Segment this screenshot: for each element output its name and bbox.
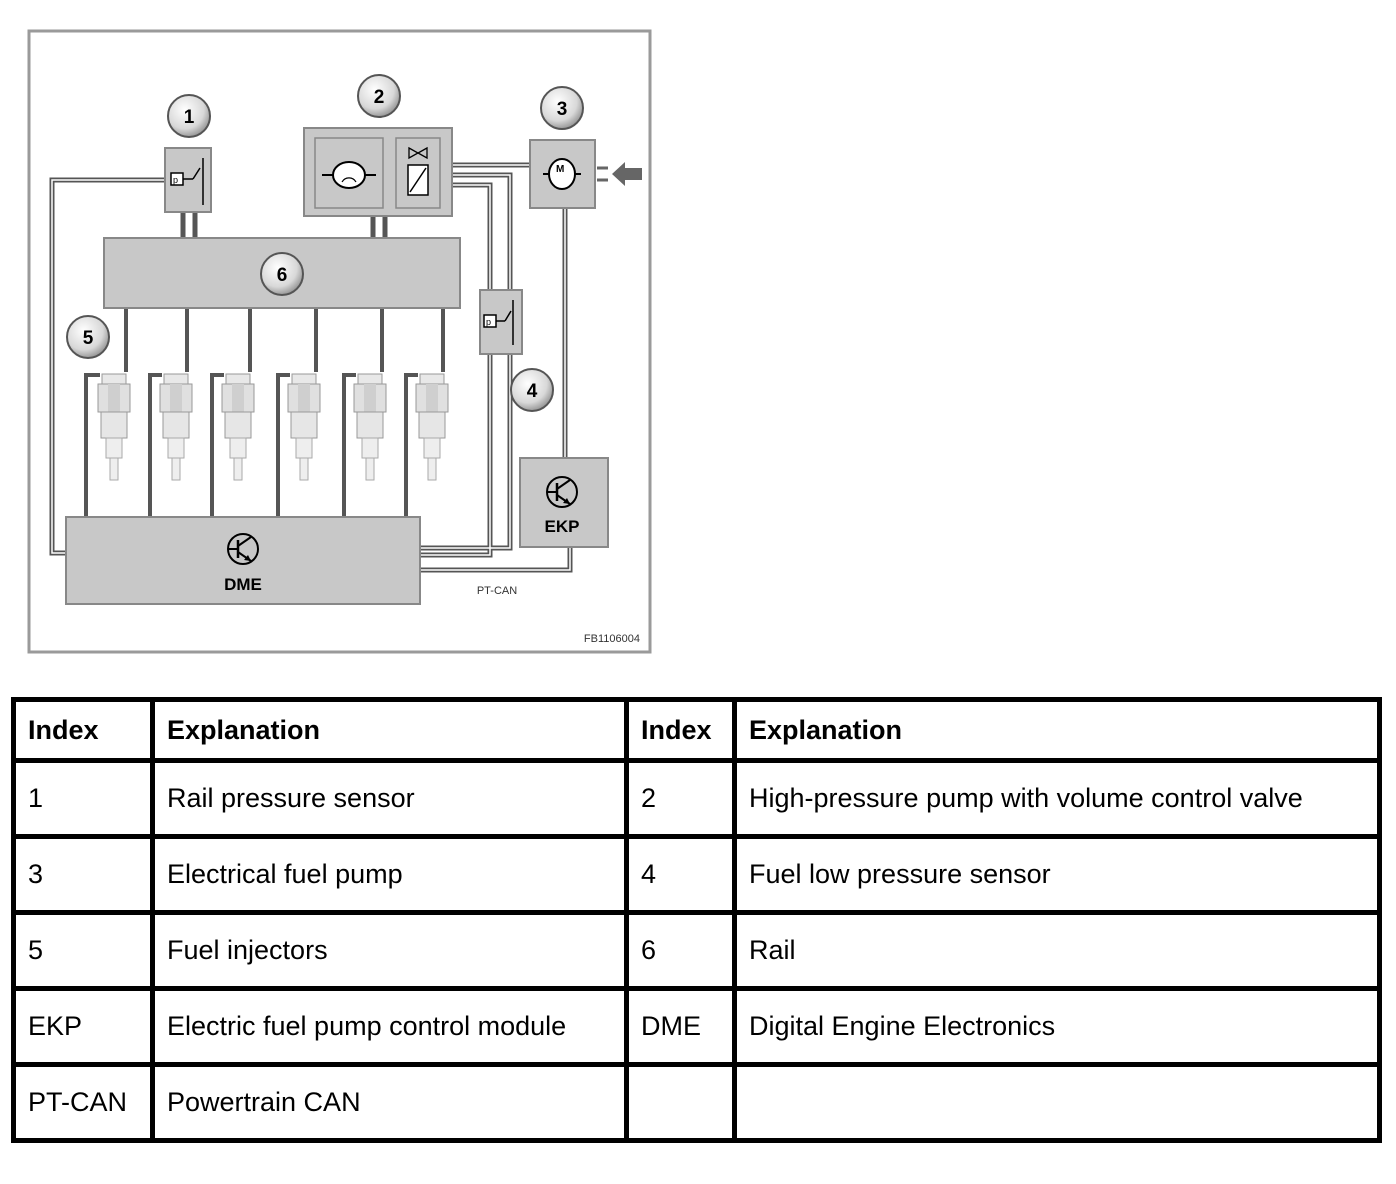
dme-module: DME [65, 516, 421, 605]
svg-text:M: M [556, 164, 564, 175]
dme-label: DME [224, 575, 262, 594]
callout-5: 5 [66, 315, 110, 359]
header-explanation-2: Explanation [732, 697, 1382, 763]
table-cell: 1 [11, 758, 155, 839]
header-explanation-1: Explanation [150, 697, 629, 763]
figure-code: FB1106004 [584, 633, 640, 645]
table-row: 5 Fuel injectors 6 Rail [11, 910, 1382, 991]
table-row: 3 Electrical fuel pump 4 Fuel low pressu… [11, 834, 1382, 915]
ekp-label: EKP [545, 517, 580, 536]
injector-wires [84, 373, 418, 517]
table-row: PT-CAN Powertrain CAN [11, 1062, 1382, 1143]
wiring [49, 162, 573, 573]
callout-1-text: 1 [184, 107, 195, 128]
table-cell [732, 1062, 1382, 1143]
callout-3: 3 [540, 86, 584, 130]
table-cell: Rail pressure sensor [150, 758, 629, 839]
callout-2-text: 2 [374, 87, 385, 108]
table-cell: PT-CAN [11, 1062, 155, 1143]
table-cell: Fuel low pressure sensor [732, 834, 1382, 915]
table-cell: Fuel injectors [150, 910, 629, 991]
table-cell: Rail [732, 910, 1382, 991]
callout-1: 1 [167, 94, 211, 138]
table-row: EKP Electric fuel pump control module DM… [11, 986, 1382, 1067]
high-pressure-pump [303, 127, 453, 217]
table-cell: DME [624, 986, 737, 1067]
fuel-inflow-arrow-icon [612, 162, 642, 186]
low-pressure-sensor: p [479, 289, 523, 355]
callout-4-text: 4 [527, 381, 538, 402]
callout-6-text: 6 [277, 265, 288, 286]
table-row: 1 Rail pressure sensor 2 High-pressure p… [11, 758, 1382, 839]
table-header-row: Index Explanation Index Explanation [11, 697, 1382, 763]
ptcan-label: PT-CAN [477, 585, 517, 597]
header-index-2: Index [624, 697, 737, 763]
fuel-system-diagram: p M p [27, 29, 652, 654]
table-cell: 4 [624, 834, 737, 915]
table-cell: EKP [11, 986, 155, 1067]
ekp-module: EKP [519, 457, 609, 548]
table-cell: Powertrain CAN [150, 1062, 629, 1143]
svg-text:p: p [173, 175, 178, 185]
table-cell: Digital Engine Electronics [732, 986, 1382, 1067]
callout-3-text: 3 [557, 99, 568, 120]
table-cell: High-pressure pump with volume control v… [732, 758, 1382, 839]
injector-pipes [124, 307, 445, 372]
table-cell: Electric fuel pump control module [150, 986, 629, 1067]
electric-fuel-pump: M [529, 139, 642, 209]
table-cell: 5 [11, 910, 155, 991]
table-cell: 6 [624, 910, 737, 991]
svg-text:p: p [486, 317, 491, 327]
table-cell: 3 [11, 834, 155, 915]
callout-6: 6 [260, 252, 304, 296]
header-index-1: Index [11, 697, 155, 763]
callout-5-text: 5 [83, 328, 94, 349]
legend-table: Index Explanation Index Explanation 1 Ra… [11, 697, 1382, 1143]
callout-2: 2 [357, 74, 401, 118]
table-cell [624, 1062, 737, 1143]
table-cell: Electrical fuel pump [150, 834, 629, 915]
rail-pressure-sensor: p [164, 147, 212, 213]
table-cell: 2 [624, 758, 737, 839]
callout-4: 4 [510, 368, 554, 412]
